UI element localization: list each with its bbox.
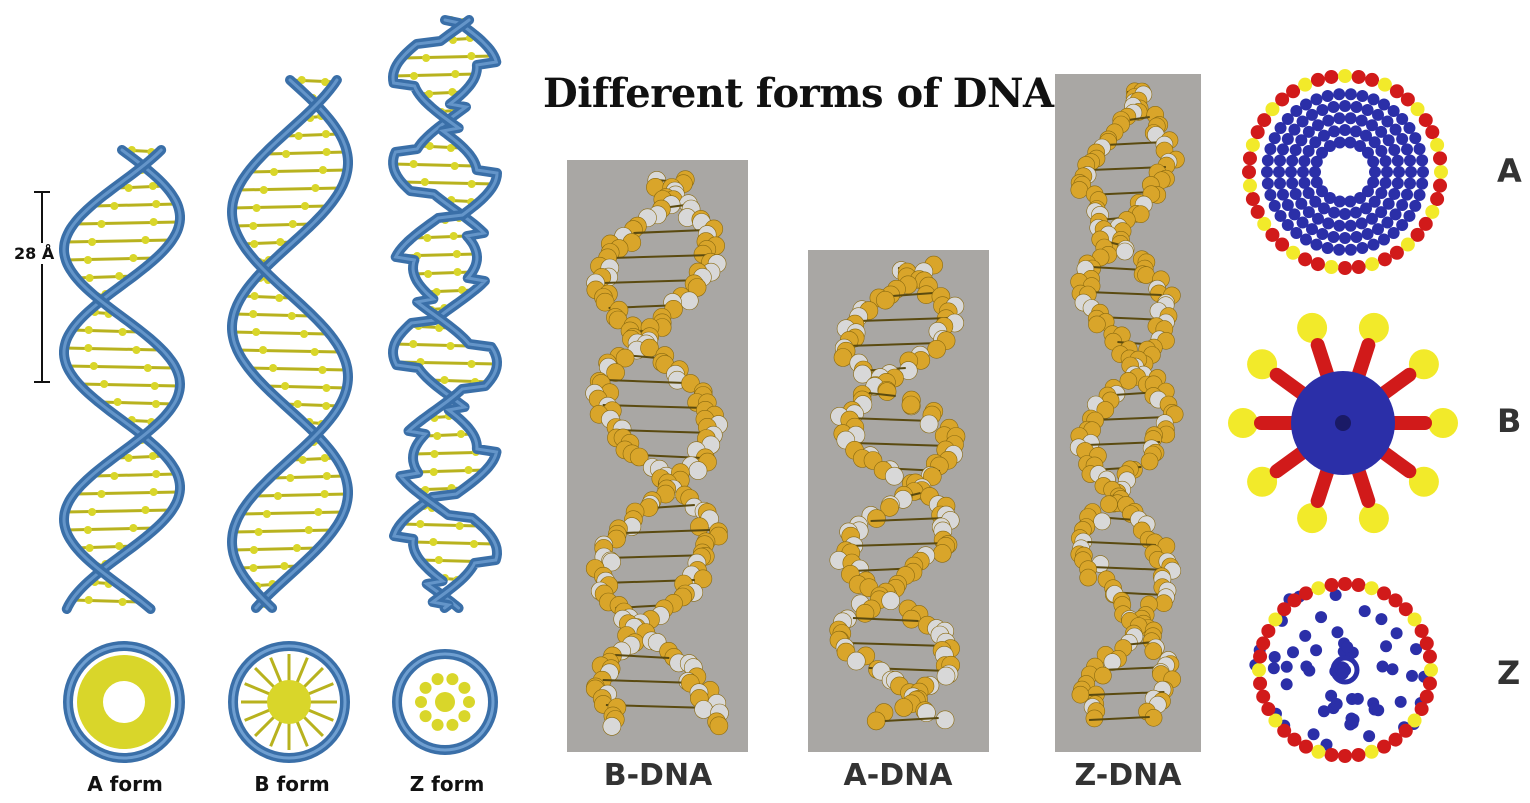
b-dna-label: B-DNA	[558, 758, 758, 793]
top-view-label-z: Z	[1497, 654, 1520, 692]
a-dna-label: A-DNA	[798, 758, 998, 793]
top-view-label-b: B	[1497, 402, 1521, 440]
z-dna-model	[1070, 83, 1184, 727]
b-top-view	[1228, 313, 1458, 533]
top-view-label-a: A	[1497, 152, 1522, 190]
a-dna-model	[830, 256, 965, 730]
b-dna-model	[586, 171, 729, 736]
z-dna-label: Z-DNA	[1028, 758, 1228, 793]
z-top-view	[1249, 577, 1438, 763]
a-top-view	[1242, 69, 1448, 275]
